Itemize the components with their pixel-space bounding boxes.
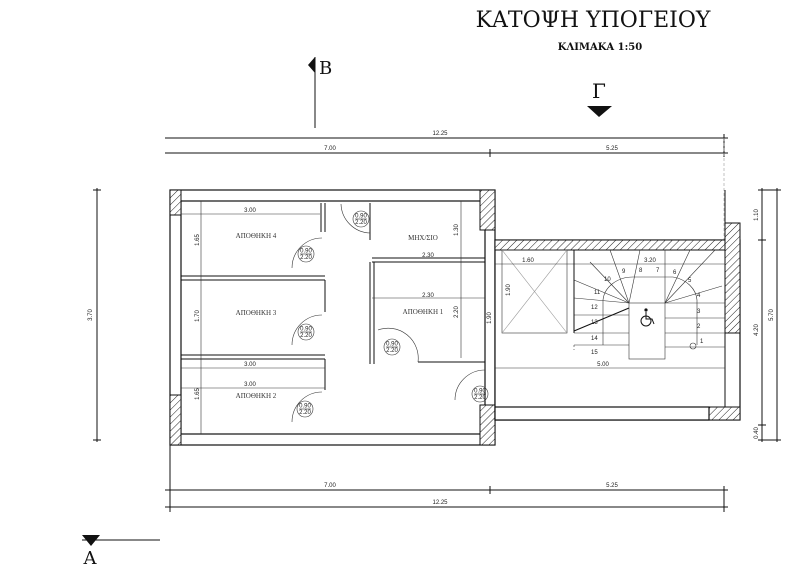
svg-text:7.00: 7.00: [324, 146, 336, 152]
plan-scale: ΚΛΙΜΑΚΑ 1:50: [558, 42, 642, 53]
svg-text:8: 8: [639, 268, 643, 274]
stair-tread: [573, 279, 630, 304]
svg-text:2.20: 2.20: [474, 395, 486, 401]
svg-text:12: 12: [591, 305, 598, 311]
basement-walls: [169, 189, 496, 446]
svg-text:12.25: 12.25: [432, 131, 448, 137]
door-tags: 0.902.20 0.902.20 0.902.20 0.902.20 0.90…: [296, 210, 489, 418]
svg-text:2: 2: [697, 324, 701, 330]
svg-text:1.65: 1.65: [195, 388, 201, 400]
door-tag: 0.902.20: [297, 245, 315, 263]
section-marker-a: A: [82, 535, 160, 569]
room-label-store-4: ΑΠΟΘΗΚΗ 4: [236, 232, 277, 240]
section-arrow-icon: [587, 106, 612, 117]
section-arrow-icon: [82, 535, 100, 546]
door-tag: 0.902.20: [352, 210, 370, 228]
svg-text:0.90: 0.90: [300, 249, 312, 255]
svg-text:3.20: 3.20: [644, 258, 656, 264]
svg-text:2.30: 2.30: [422, 253, 434, 259]
section-arrow-icon: [308, 57, 315, 73]
svg-text:A: A: [83, 548, 98, 569]
svg-text:1: 1: [700, 339, 704, 345]
svg-text:7: 7: [656, 268, 660, 274]
stair-step-numbers: 1 2 3 4 5 6 7 8 9 10 11 12 13 14 15: [591, 268, 704, 356]
svg-text:0.90: 0.90: [300, 327, 312, 333]
svg-text:2.20: 2.20: [300, 333, 312, 339]
room-dimensions: 3.00 1.65 1.70 3.00 3.00 1.65 1.30 2.30 …: [181, 201, 485, 434]
svg-text:6: 6: [673, 270, 677, 276]
svg-text:1.70: 1.70: [195, 310, 201, 322]
svg-text:7.00: 7.00: [324, 483, 336, 489]
svg-text:12.25: 12.25: [432, 500, 448, 506]
svg-text:2.30: 2.30: [422, 293, 434, 299]
room-label-store-1: ΑΠΟΘΗΚΗ 1: [403, 308, 444, 316]
svg-text:5.70: 5.70: [769, 309, 775, 321]
svg-text:0.40: 0.40: [754, 427, 760, 439]
svg-text:11: 11: [594, 290, 601, 296]
svg-text:14: 14: [591, 336, 598, 342]
svg-text:Γ: Γ: [592, 79, 606, 103]
svg-text:3.00: 3.00: [244, 208, 256, 214]
svg-text:5.25: 5.25: [606, 146, 618, 152]
doors: [291, 203, 486, 423]
partitions: [181, 203, 485, 390]
svg-text:1.65: 1.65: [195, 234, 201, 246]
side-depth-dimension: 1.90: [487, 312, 493, 324]
svg-text:2.20: 2.20: [355, 220, 367, 226]
svg-text:2.20: 2.20: [386, 348, 398, 354]
svg-text:15: 15: [591, 350, 598, 356]
wheelchair-icon: [640, 308, 655, 327]
bottom-dimensions: 7.00 5.25 12.25: [165, 445, 728, 512]
stair-tread: [573, 297, 630, 304]
svg-text:1.10: 1.10: [754, 209, 760, 221]
svg-text:3.00: 3.00: [244, 382, 256, 388]
stair-tread: [628, 249, 641, 304]
svg-text:1.60: 1.60: [522, 258, 534, 264]
right-dimensions: 1.10 4.20 0.40 5.70: [754, 188, 781, 442]
svg-text:2.20: 2.20: [299, 410, 311, 416]
svg-text:5.25: 5.25: [606, 483, 618, 489]
svg-text:0.90: 0.90: [386, 342, 398, 348]
top-dimensions: 12.25 7.00 5.25: [165, 131, 728, 240]
svg-text:3: 3: [697, 309, 701, 315]
room-label-mech: ΜΗΧ/ΣΙΟ: [408, 234, 438, 242]
stair-tread: [609, 249, 630, 304]
svg-text:3.00: 3.00: [244, 362, 256, 368]
svg-text:4.20: 4.20: [754, 324, 760, 336]
left-dimension: 3.70: [88, 188, 101, 442]
svg-text:13: 13: [591, 320, 598, 326]
svg-text:0.90: 0.90: [474, 389, 486, 395]
svg-text:1.30: 1.30: [454, 224, 460, 236]
stair-tread: [664, 249, 691, 304]
stair-block: [494, 190, 741, 421]
door-tag: 0.902.20: [297, 323, 315, 341]
svg-text:2.20: 2.20: [300, 255, 312, 261]
stair-tread: [664, 285, 723, 304]
svg-text:3.70: 3.70: [88, 309, 94, 321]
staircase: 3.20 5.00: [495, 249, 725, 369]
svg-text:5.00: 5.00: [597, 362, 609, 368]
stair-tread: [664, 249, 716, 304]
svg-text:5: 5: [688, 278, 692, 284]
door-tag: 0.902.20: [471, 385, 489, 403]
room-label-store-2: ΑΠΟΘΗΚΗ 2: [236, 392, 277, 400]
svg-text:B: B: [319, 58, 332, 79]
section-marker-g: Γ: [587, 79, 612, 117]
svg-text:4: 4: [697, 293, 701, 299]
room-label-store-3: ΑΠΟΘΗΚΗ 3: [236, 309, 277, 317]
svg-text:2.20: 2.20: [454, 306, 460, 318]
svg-text:10: 10: [604, 277, 611, 283]
section-marker-b: B: [308, 57, 332, 128]
svg-text:1.90: 1.90: [506, 284, 512, 296]
svg-text:0.90: 0.90: [299, 404, 311, 410]
stair-tread: [589, 261, 630, 304]
svg-text:9: 9: [622, 269, 626, 275]
plan-title: ΚΑΤΟΨΗ ΥΠΟΓΕΙΟΥ: [476, 8, 711, 33]
svg-text:0.90: 0.90: [355, 214, 367, 220]
door-tag: 0.902.20: [383, 338, 401, 356]
lift-shaft: 1.60 1.90: [495, 249, 725, 334]
door-tag: 0.902.20: [296, 400, 314, 418]
